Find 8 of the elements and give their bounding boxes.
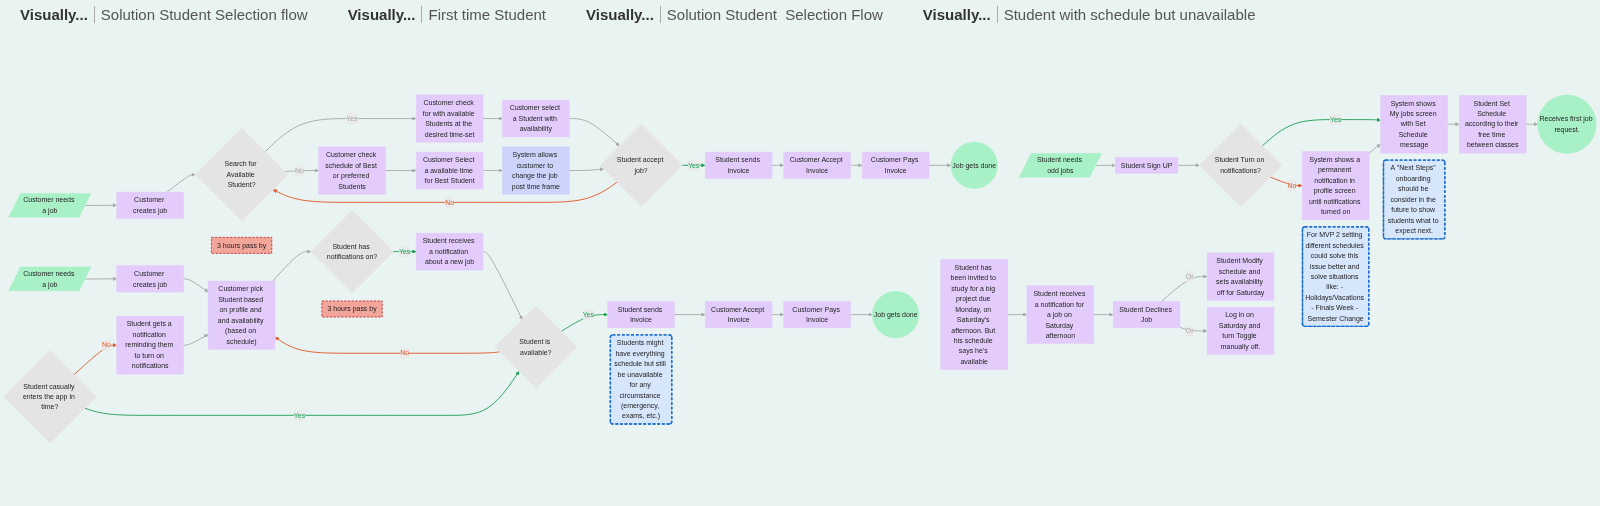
panel-heading: Solution Student Selection Flow — [659, 6, 883, 23]
panel-heading: First time Student — [421, 6, 546, 23]
panel-heading-prefix: Visually... — [922, 6, 991, 23]
panel-heading: Student with schedule but unavailable — [996, 6, 1256, 23]
panel-heading: Solution Student Selection flow — [93, 6, 308, 23]
panel-heading-prefix: Visually... — [347, 6, 416, 23]
panel-heading-prefix: Visually... — [20, 6, 88, 23]
panel-heading-prefix: Visually... — [586, 6, 654, 23]
